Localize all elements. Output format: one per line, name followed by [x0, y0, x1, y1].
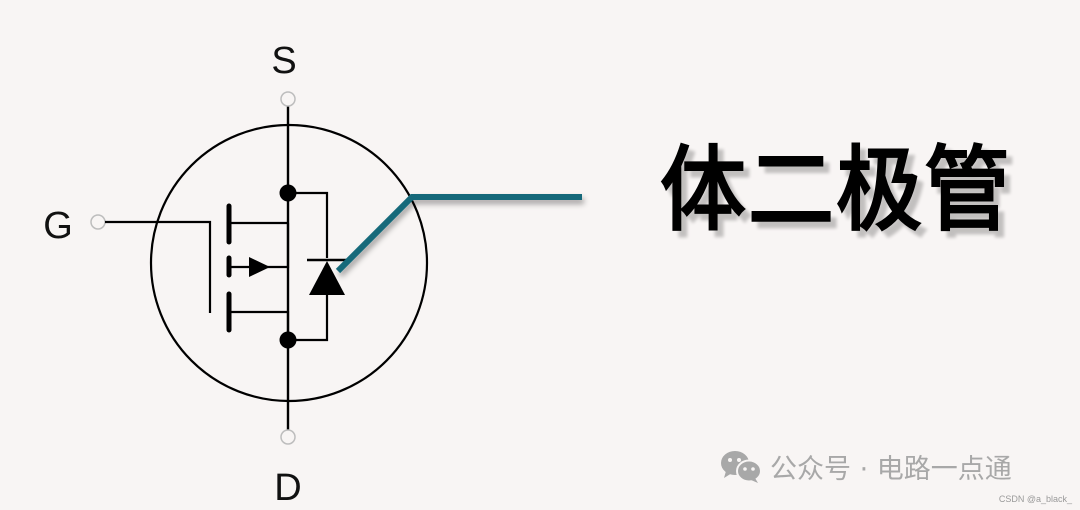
wechat-icon — [721, 450, 762, 483]
diode-bottom-wire — [288, 295, 329, 342]
gate-terminal — [90, 214, 106, 230]
body-connection — [229, 223, 290, 269]
gate-lead — [105, 220, 212, 313]
drain-connection — [229, 310, 290, 340]
callout-line — [335, 194, 582, 274]
body-diode-title: 体二极管 — [660, 136, 1012, 245]
source-terminal — [280, 91, 296, 107]
watermark: 公众号 · 电路一点通 — [720, 447, 1012, 486]
body-arrow-icon — [249, 257, 270, 277]
source-label: S — [271, 40, 297, 82]
drain-terminal — [280, 429, 296, 445]
watermark-text: 公众号 · 电路一点通 — [770, 454, 1012, 485]
diode-triangle-icon — [309, 261, 345, 295]
gate-label: G — [43, 205, 73, 247]
drain-label: D — [274, 467, 302, 509]
diode-top-wire — [288, 191, 329, 258]
credit-text: CSDN @a_black_ — [998, 494, 1072, 504]
